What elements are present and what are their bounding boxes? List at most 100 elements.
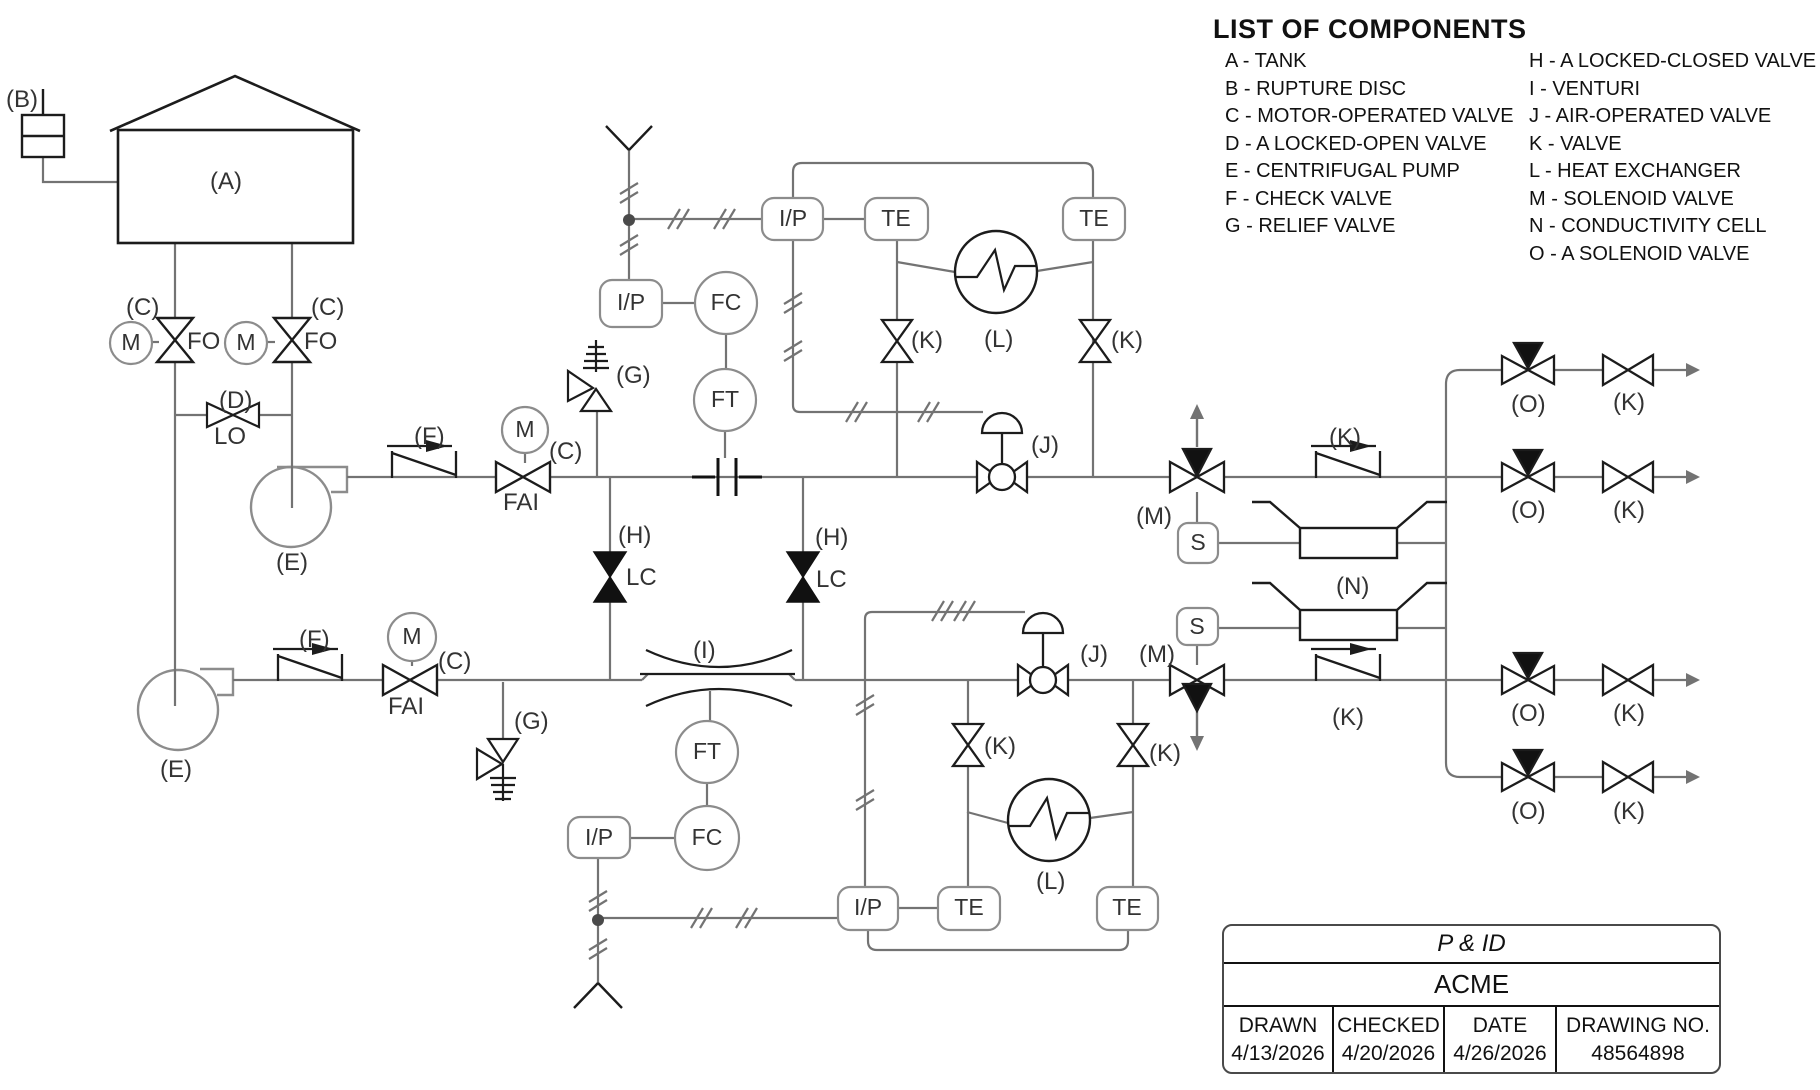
signal-hash-marks: [588, 182, 976, 960]
te-1-label: TE: [881, 204, 911, 231]
block-valve-row-a-icon: [1601, 352, 1655, 388]
title-block-cell-drawn: DRAWN 4/13/2026: [1224, 1007, 1334, 1072]
outlet-arrow-c-icon: [1686, 673, 1700, 687]
ip-converter-4: [836, 885, 900, 932]
hx-top-tag: (L): [984, 326, 1014, 353]
flow-transmitter-2: [674, 719, 740, 785]
locked-closed-right-icon: [785, 551, 821, 579]
rupture-disc-symbol: [20, 89, 66, 159]
date-label: DATE: [1472, 1013, 1528, 1037]
relief-top-tag: (G): [616, 362, 651, 389]
te-3-label: TE: [954, 893, 984, 920]
sov-out-d-tag: (O): [1511, 798, 1546, 825]
sov-out-b-tag: (O): [1511, 497, 1546, 524]
locked-open-tag: (D): [219, 387, 253, 414]
valve-out-c-tag: (K): [1613, 700, 1645, 727]
title-block-fields: DRAWN 4/13/2026 CHECKED 4/20/2026 DATE 4…: [1224, 1007, 1719, 1072]
valve-out-b-tag: (K): [1613, 497, 1645, 524]
motor-circle-2-icon: [223, 320, 269, 366]
ip-3-label: I/P: [778, 204, 808, 231]
legend-item-g: G - RELIEF VALVE: [1225, 215, 1396, 237]
check-bottom-tag: (F): [299, 626, 330, 653]
drawing-no-value: 48564898: [1591, 1042, 1685, 1066]
tank-symbol: [109, 74, 361, 245]
checked-label: CHECKED: [1337, 1013, 1440, 1037]
drawing-no-label: DRAWING NO.: [1566, 1013, 1710, 1037]
legend-item-m: M - SOLENOID VALVE: [1529, 187, 1734, 210]
sov3-bottom-tag: (M): [1139, 641, 1175, 668]
legend-item-b: B - RUPTURE DISC: [1225, 77, 1407, 100]
instrument-signal-lines: [596, 150, 1130, 983]
check-k-top-tag: (K): [1329, 424, 1361, 451]
flow-controller-1: [693, 270, 759, 336]
legend-right-column: H - A LOCKED-CLOSED VALVE I - VENTURI J …: [1529, 48, 1816, 268]
motor-3-label: M: [515, 415, 535, 442]
vent-bottom-icon: [573, 982, 623, 1009]
solenoid-box-2: [1175, 606, 1220, 647]
solenoid-valve-row-b-icon: [1500, 448, 1556, 493]
title-block-cell-drawing-no: DRAWING NO. 48564898: [1557, 1007, 1719, 1072]
flow-controller-2: [673, 804, 741, 872]
legend-item-a: A - TANK: [1225, 50, 1307, 72]
ip-4-label: I/P: [853, 893, 883, 920]
legend-item-i: I - VENTURI: [1529, 77, 1641, 100]
relief-valve-bottom-icon: [475, 737, 521, 801]
motor-1-label: M: [121, 328, 141, 355]
legend-item-n: N - CONDUCTIVITY CELL: [1529, 215, 1767, 237]
title-block-company: ACME: [1224, 964, 1719, 1007]
ip-2-label: I/P: [584, 823, 614, 850]
temp-element-1: [863, 196, 930, 242]
block-valve-row-c-icon: [1601, 662, 1655, 698]
check-valve-k-bottom-icon: [1311, 643, 1382, 681]
solenoid-3way-top-icon: [1168, 447, 1226, 494]
rupture-disc-tag: (B): [6, 86, 38, 113]
check-valve-k-top-icon: [1311, 440, 1382, 478]
check-valves: [273, 440, 1382, 681]
legend-title: LIST OF COMPONENTS: [1213, 14, 1527, 44]
check-valve-f-bottom-icon: [273, 643, 344, 681]
valve-k-te4-tag: (K): [1149, 740, 1181, 767]
ip-converter-1: [598, 278, 664, 329]
motor-4-label: M: [402, 622, 422, 649]
fc-2-label: FC: [691, 823, 723, 850]
motor-circle-1-icon: [108, 320, 154, 366]
legend-item-f: F - CHECK VALVE: [1225, 187, 1393, 210]
heat-exchanger-bottom-icon: [1006, 777, 1092, 863]
date-value: 4/26/2026: [1453, 1042, 1547, 1066]
locked-closed-left-state: LC: [626, 564, 657, 591]
flow-transmitter-1: [692, 367, 758, 433]
solenoid-1-label: S: [1190, 528, 1206, 555]
legend-item-l: L - HEAT EXCHANGER: [1529, 160, 1741, 182]
aov-top-tag: (J): [1031, 432, 1059, 459]
check-top-tag: (F): [414, 423, 445, 450]
locked-open-valve: [205, 401, 261, 429]
aov-bottom-tag: (J): [1080, 641, 1108, 668]
te-2-label: TE: [1079, 204, 1109, 231]
venturi-symbol: [640, 649, 795, 707]
solenoid-valve-row-c-icon: [1500, 651, 1556, 696]
hx-bottom-tag: (L): [1036, 868, 1066, 895]
legend-item-c: C - MOTOR-OPERATED VALVE: [1225, 105, 1514, 127]
temp-element-3: [936, 885, 1002, 932]
air-operated-valve-bottom-icon: [1016, 611, 1070, 698]
mov-right-fail-label: FO: [304, 328, 338, 355]
outlet-arrow-a-icon: [1686, 363, 1700, 377]
outlet-arrow-d-icon: [1686, 770, 1700, 784]
title-block-cell-date: DATE 4/26/2026: [1445, 1007, 1557, 1072]
junction-dots: [592, 214, 635, 926]
te-4-label: TE: [1112, 893, 1142, 920]
locked-closed-right-tag: (H): [815, 524, 849, 551]
block-valve-row-b-icon: [1601, 459, 1655, 495]
mov-right-tag: (C): [311, 294, 345, 321]
temp-element-2: [1061, 196, 1127, 242]
valve-out-a-tag: (K): [1613, 389, 1645, 416]
solenoid-3way-bottom-icon: [1168, 663, 1226, 714]
relief-valve-top-icon: [566, 340, 614, 413]
temp-element-4: [1095, 885, 1160, 932]
outlet-valves: [1500, 341, 1655, 795]
sov3-top-tag: (M): [1136, 503, 1172, 530]
relief-bottom-tag: (G): [514, 708, 549, 735]
legend-item-o: O - A SOLENOID VALVE: [1529, 242, 1750, 265]
block-valve-row-d-icon: [1601, 759, 1655, 795]
